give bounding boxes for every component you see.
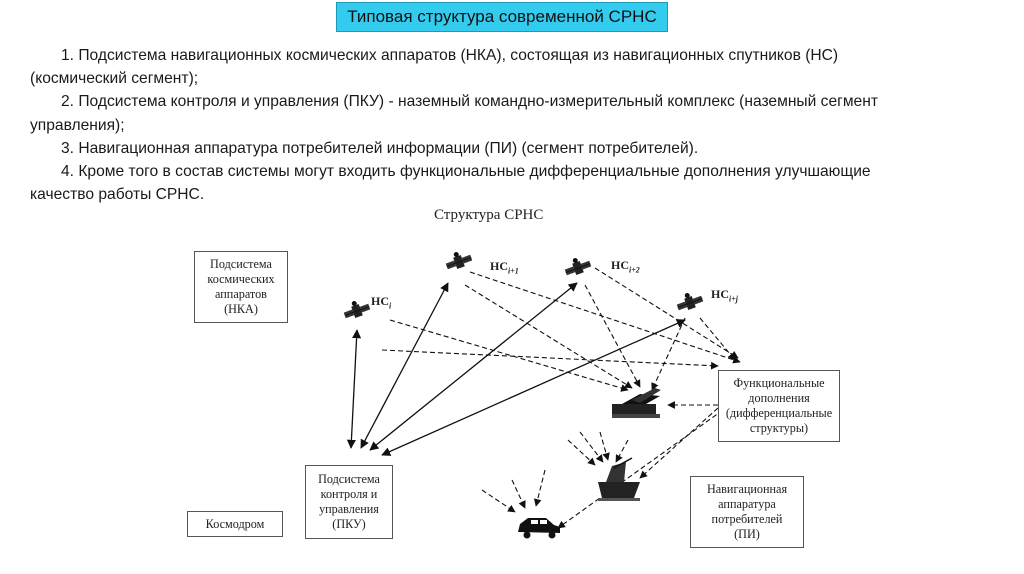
satellite-label-i1: НСi+1	[490, 259, 519, 276]
ray-ship-2	[579, 431, 604, 463]
description-list: 1. Подсистема навигационных космических …	[30, 44, 1005, 206]
list-item-1-cont: (космический сегмент);	[30, 70, 199, 88]
car-icon	[518, 518, 560, 539]
link-pku-sat-i	[346, 329, 362, 449]
ray-ship-1	[567, 439, 596, 466]
satellite-icon	[673, 288, 705, 314]
airplane-icon	[612, 388, 661, 418]
list-item-4: 4. Кроме того в состав системы могут вхо…	[61, 163, 871, 181]
signal-sat-i-plane	[389, 319, 629, 392]
link-pku-sat-i2	[369, 282, 578, 451]
satellite-icon	[561, 253, 593, 279]
signal-sat-ij-plane	[651, 317, 686, 391]
pku-subsystem-box: Подсистема контроля и управления (ПКУ)	[305, 465, 393, 539]
signal-sat-i2-func	[594, 267, 739, 359]
signal-sat-ij-func	[699, 317, 736, 361]
list-item-1: 1. Подсистема навигационных космических …	[61, 47, 839, 64]
list-item-2-cont: управления);	[30, 116, 125, 134]
signal-func-ship	[639, 407, 719, 479]
signal-sat-i1-func	[469, 271, 741, 364]
satellite-icon	[340, 296, 372, 322]
ray-car-3	[533, 469, 546, 507]
ship-icon	[598, 457, 640, 501]
ray-ship-4	[615, 439, 629, 463]
functional-additions-box: Функциональные дополнения (дифференциаль…	[718, 370, 840, 442]
link-pku-sat-ij	[381, 319, 686, 456]
signal-sat-i1-plane	[464, 284, 633, 389]
signal-func-car	[557, 409, 724, 529]
satellite-label-i: НСi	[371, 294, 392, 311]
satellite-icon	[442, 247, 474, 273]
satellite-label-i2: НСi+2	[611, 258, 640, 275]
list-item-3: 3. Навигационная аппаратура потребителей…	[61, 139, 699, 157]
users-equipment-box: Навигационная аппаратура потребителей (П…	[690, 476, 804, 548]
signal-sat-i-func	[381, 349, 719, 370]
nka-subsystem-box: Подсистема космических аппаратов (НКА)	[194, 251, 288, 323]
ray-ship-3	[599, 431, 610, 461]
list-item-2: 2. Подсистема контроля и управления (ПКУ…	[61, 93, 878, 111]
diagram-title: Структура СРНС	[434, 207, 544, 223]
cosmodrome-box: Космодром	[187, 511, 283, 537]
satellite-label-ij: НСi+j	[711, 287, 739, 304]
ray-car-2	[511, 479, 526, 509]
list-item-4-cont: качество работы СРНС.	[30, 186, 205, 204]
signal-sat-i2-plane	[584, 284, 641, 388]
page-title: Типовая структура современной СРНС	[336, 2, 668, 32]
ray-car-1	[481, 489, 516, 513]
